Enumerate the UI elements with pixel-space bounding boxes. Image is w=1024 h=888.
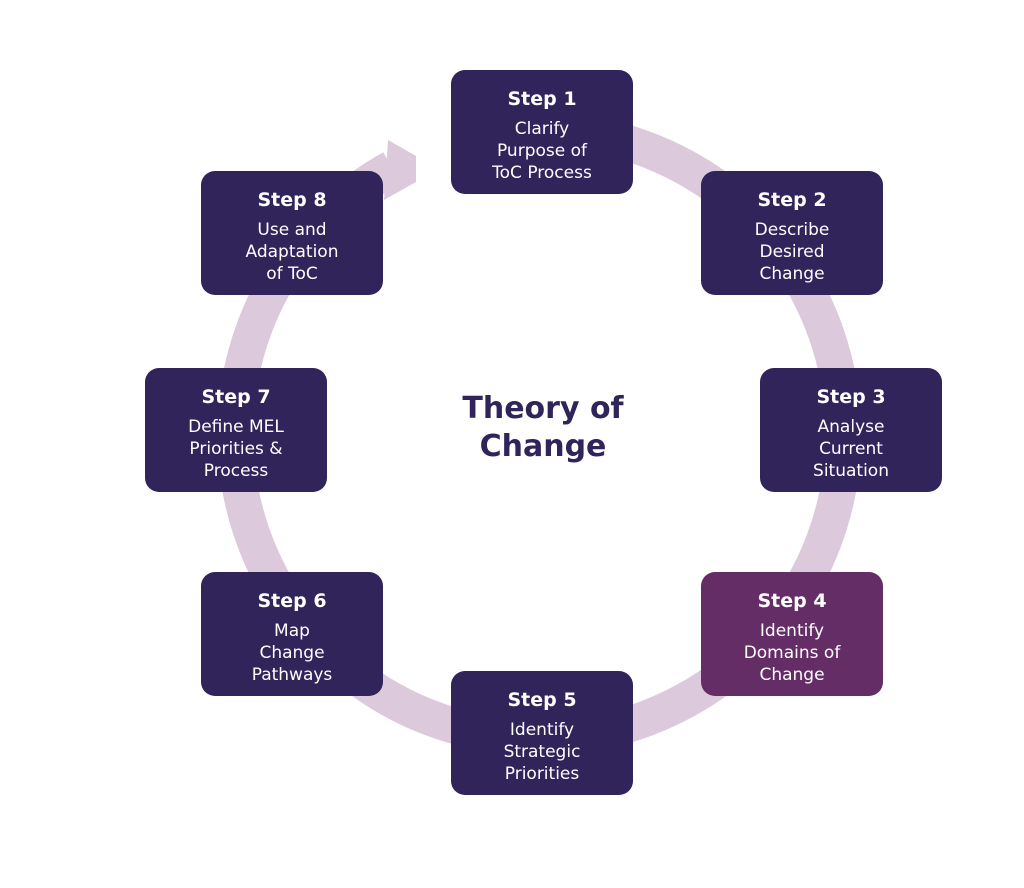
step-description: Identify Domains of Change — [743, 621, 841, 685]
step-description: Identify Strategic Priorities — [503, 720, 581, 784]
step-description: Describe Desired Change — [754, 220, 830, 284]
step-description: Map Change Pathways — [251, 621, 333, 685]
step-5-box: Step 5 Identify Strategic Priorities — [451, 671, 633, 795]
step-label: Step 6 — [257, 590, 327, 612]
step-6-box: Step 6 Map Change Pathways — [201, 572, 383, 696]
step-label: Step 4 — [757, 590, 827, 612]
step-label: Step 2 — [757, 189, 827, 211]
step-label: Step 8 — [257, 189, 327, 211]
step-label: Step 5 — [507, 689, 577, 711]
step-description: Clarify Purpose of ToC Process — [492, 119, 592, 183]
diagram-title: Theory of Change — [462, 391, 624, 464]
step-4-box: Step 4 Identify Domains of Change — [701, 572, 883, 696]
step-description: Use and Adaptation of ToC — [245, 220, 339, 284]
step-8-box: Step 8 Use and Adaptation of ToC — [201, 171, 383, 295]
step-label: Step 3 — [816, 386, 886, 408]
step-2-box: Step 2 Describe Desired Change — [701, 171, 883, 295]
step-description: Define MEL Priorities & Process — [188, 417, 284, 481]
step-label: Step 7 — [201, 386, 271, 408]
cycle-arrow-head — [384, 140, 416, 200]
step-7-box: Step 7 Define MEL Priorities & Process — [145, 368, 327, 492]
step-description: Analyse Current Situation — [813, 417, 889, 481]
step-1-box: Step 1 Clarify Purpose of ToC Process — [451, 70, 633, 194]
step-3-box: Step 3 Analyse Current Situation — [760, 368, 942, 492]
step-label: Step 1 — [507, 88, 577, 110]
